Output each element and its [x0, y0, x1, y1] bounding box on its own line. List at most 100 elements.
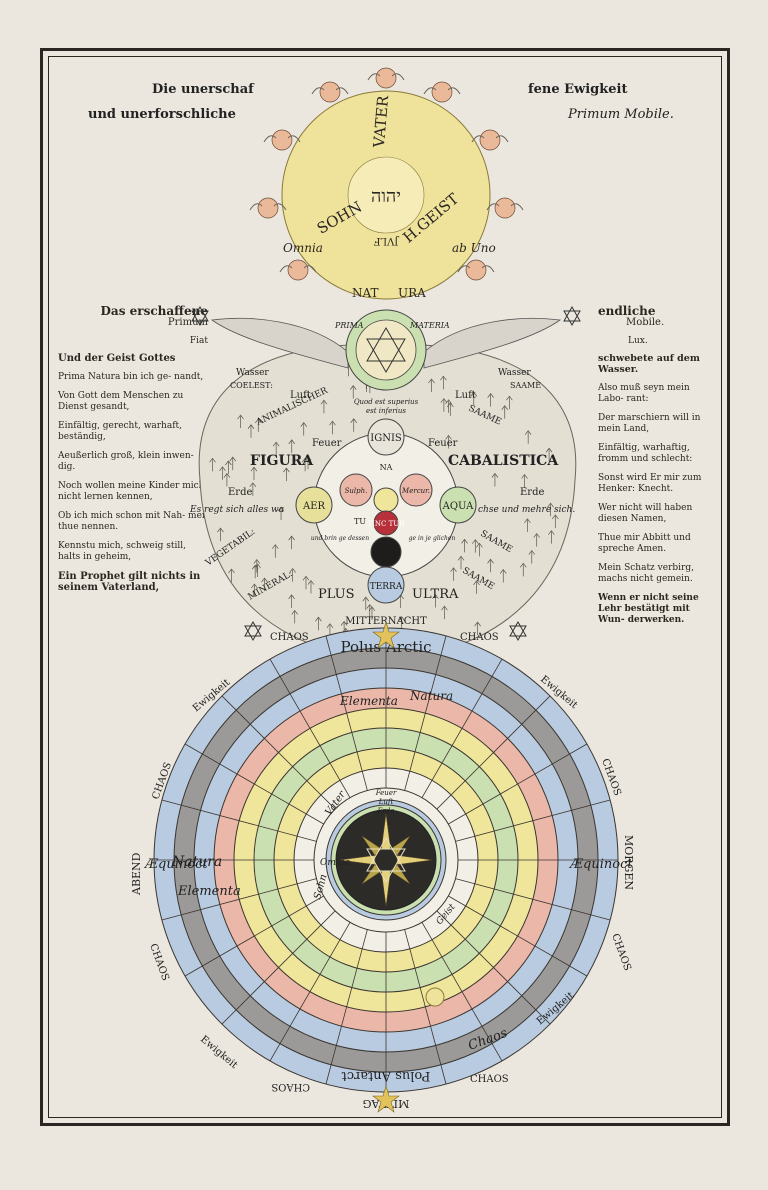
egg-arrow-icon — [255, 418, 262, 432]
egg-arrow-icon — [209, 457, 216, 472]
right-line: Wer nicht will haben diesen Namen, — [598, 503, 693, 524]
star-bottom-icon — [372, 1084, 400, 1113]
right-line: Mein Schatz verbirg, machs nicht gemein. — [598, 563, 694, 584]
cherub-wing-icon — [249, 203, 287, 211]
hexagram-margin-icons — [191, 305, 581, 642]
wheel-spoke — [161, 878, 317, 921]
prima-materia-inner — [355, 319, 417, 381]
cherub-head-icon — [479, 129, 501, 151]
chaos-bottom-left: CHAOS — [271, 1081, 310, 1092]
egg-arrow-icon — [398, 616, 405, 630]
wheel-spoke — [421, 658, 503, 798]
ignis-label: IGNIS — [370, 433, 402, 444]
egg-arrow-icon — [277, 506, 285, 521]
coelest-label: COELEST: — [230, 381, 273, 390]
egg-arrow-icon — [528, 550, 536, 564]
left-wing — [210, 317, 349, 369]
luft-right: Luft — [455, 390, 476, 401]
gold-circle — [373, 487, 399, 513]
egg-arrow-icon — [253, 559, 261, 573]
egg-arrow-icon — [249, 482, 257, 496]
left-title1: Das erschaffene — [100, 304, 208, 318]
prima-label: PRIMA — [334, 321, 364, 330]
egg-arrow-icon — [521, 473, 528, 488]
right-line: Wenn er nicht seine Lehr bestätigt mit W… — [598, 593, 699, 625]
egg-arrow-icon — [499, 568, 507, 583]
left-line: Ein Prophet gilt nichts in seinem Vaterl… — [58, 571, 201, 593]
wheel-spoke — [221, 695, 336, 810]
egg-arrow-icon — [441, 605, 448, 620]
egg-arrow-icon — [440, 375, 447, 390]
wheel-spokes — [154, 628, 618, 1092]
header-right-line2: Primum Mobile. — [568, 107, 674, 122]
wheel-spoke — [325, 635, 368, 791]
mercur-label: Mercur. — [401, 487, 430, 495]
egg-arrow-icon — [428, 378, 435, 393]
egg-arrow-icon — [288, 439, 296, 453]
egg-arrow-icon — [457, 555, 465, 570]
erde-right: Erde — [520, 487, 544, 498]
compass-point-icon — [396, 855, 433, 865]
left-line: Ob ich mich schon mit Nah- men thue nenn… — [58, 511, 208, 532]
ignis-circle — [367, 418, 405, 456]
small-sun-icon — [425, 987, 445, 1007]
aqua-circle — [439, 486, 477, 524]
chaos-right-lower: CHAOS — [609, 932, 633, 972]
cherub-head-icon — [431, 81, 453, 103]
na-label: NA — [380, 463, 393, 472]
cherub-head-icon — [375, 67, 397, 89]
tu-label: TU — [354, 517, 366, 526]
egg-arrow-icon — [506, 395, 513, 410]
right-line: Sonst wird Er mir zum Henker: Knecht. — [598, 473, 702, 494]
luft-left: Luft — [290, 390, 311, 401]
egg-arrow-icon — [223, 472, 231, 487]
est-label: est inferius — [366, 407, 406, 415]
egg-arrow-icon — [501, 405, 509, 419]
wheel-spoke — [455, 878, 611, 921]
egg-arrow-icon — [362, 596, 370, 611]
egg-arrow-icon — [533, 532, 540, 547]
egg-arrow-icon — [445, 434, 452, 449]
chaos-bottom-right: CHAOS — [470, 1074, 509, 1085]
sun-word-top: VATER — [370, 94, 393, 149]
right-title1: endliche — [598, 304, 656, 318]
right-column: endliche Mobile. Lux. schwebete auf dem … — [598, 304, 716, 634]
egg-arrow-icon — [288, 594, 295, 608]
cherub-head-icon — [494, 197, 516, 219]
egg-arrow-icon — [432, 593, 439, 608]
egg-arrow-icon — [250, 466, 258, 481]
wasser-left: Wasser — [236, 368, 269, 378]
right-line: Thue mir Abbitt und spreche Amen. — [598, 533, 691, 554]
wheel-spoke — [184, 895, 324, 977]
quod-label: Quod est superius — [354, 398, 419, 406]
right-line: Also muß seyn mein Labo- rant: — [598, 383, 690, 404]
erde-left: Erde — [228, 487, 252, 498]
luft-wheel: Luft — [378, 798, 394, 806]
egg-arrow-icon — [228, 568, 235, 583]
egg-arrow-icon — [461, 538, 468, 553]
egg-arrow-icon — [307, 579, 315, 594]
plus-label: PLUS — [318, 587, 355, 602]
ring-word-natura-top: Natura — [409, 689, 453, 703]
sulph-label: Sulph. — [345, 487, 368, 495]
outer-border — [40, 48, 730, 1126]
natura-left: NAT — [352, 286, 379, 300]
egg-arrow-icon — [440, 398, 448, 412]
feuer-left: Feuer — [312, 438, 342, 449]
header-left-line2: und unerforschliche — [88, 107, 236, 122]
egg-arrow-icon — [552, 514, 559, 528]
egg-arrow-icon — [473, 580, 480, 594]
egg-arrow-icon — [349, 385, 357, 399]
egg-arrow-icon — [487, 393, 494, 407]
egg-arrow-icon — [519, 562, 527, 577]
polus-arctic-label: Polus Arctic — [340, 638, 431, 656]
egg-arrow-icon — [470, 391, 478, 406]
wheel-spoke — [455, 799, 611, 842]
chaos-left-top: CHAOS — [270, 632, 309, 643]
sun-omnia: Omnia — [283, 241, 323, 255]
inner-border — [48, 56, 722, 1118]
wheel-spoke — [448, 743, 588, 825]
wheel-spoke — [269, 922, 351, 1062]
sun-ab-uno: ab Uno — [452, 241, 496, 255]
egg-arrow-icon — [472, 539, 479, 553]
